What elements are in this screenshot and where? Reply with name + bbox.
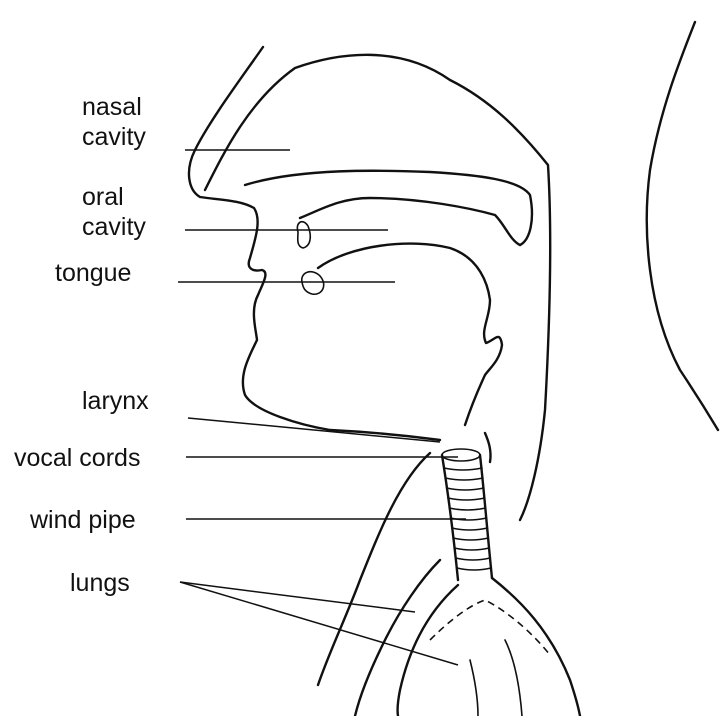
- windpipe-ring: [456, 558, 490, 560]
- oral-cavity-label: oral cavity: [82, 182, 146, 242]
- lungs-leader-1: [180, 582, 415, 612]
- vocal-cords-ring: [442, 449, 480, 461]
- larynx-label: larynx: [82, 386, 149, 416]
- lungs-label: lungs: [70, 568, 130, 598]
- windpipe-ring: [457, 568, 491, 570]
- palate-outline: [245, 171, 532, 245]
- windpipe-ring: [445, 478, 483, 480]
- upper-teeth: [297, 222, 310, 248]
- tongue-label: tongue: [55, 258, 131, 288]
- tongue-outline: [318, 244, 502, 425]
- nasal-cavity-label: nasal cavity: [82, 92, 146, 152]
- windpipe-ring: [453, 538, 488, 540]
- windpipe-ring: [444, 468, 482, 470]
- head-back-outline: [205, 55, 550, 520]
- larynx-leader: [188, 418, 440, 442]
- vocal-cords-label: vocal cords: [14, 443, 140, 473]
- lung-inner-line-2: [470, 660, 478, 716]
- windpipe: [442, 449, 492, 580]
- lung-inner-dashed: [430, 600, 550, 655]
- lower-teeth: [302, 272, 324, 294]
- windpipe-ring: [452, 528, 488, 530]
- windpipe-ring: [454, 548, 489, 550]
- lung-inner-line: [505, 640, 522, 716]
- windpipe-ring: [449, 508, 485, 510]
- lungs-leader-2: [180, 582, 458, 665]
- back-of-head-outline: [647, 22, 718, 430]
- windpipe-ring: [448, 498, 485, 500]
- lung-outline: [398, 585, 458, 716]
- windpipe-ring: [447, 488, 484, 490]
- lung-outline-right: [492, 578, 580, 716]
- epiglottis: [485, 433, 491, 462]
- wind-pipe-label: wind pipe: [30, 505, 136, 535]
